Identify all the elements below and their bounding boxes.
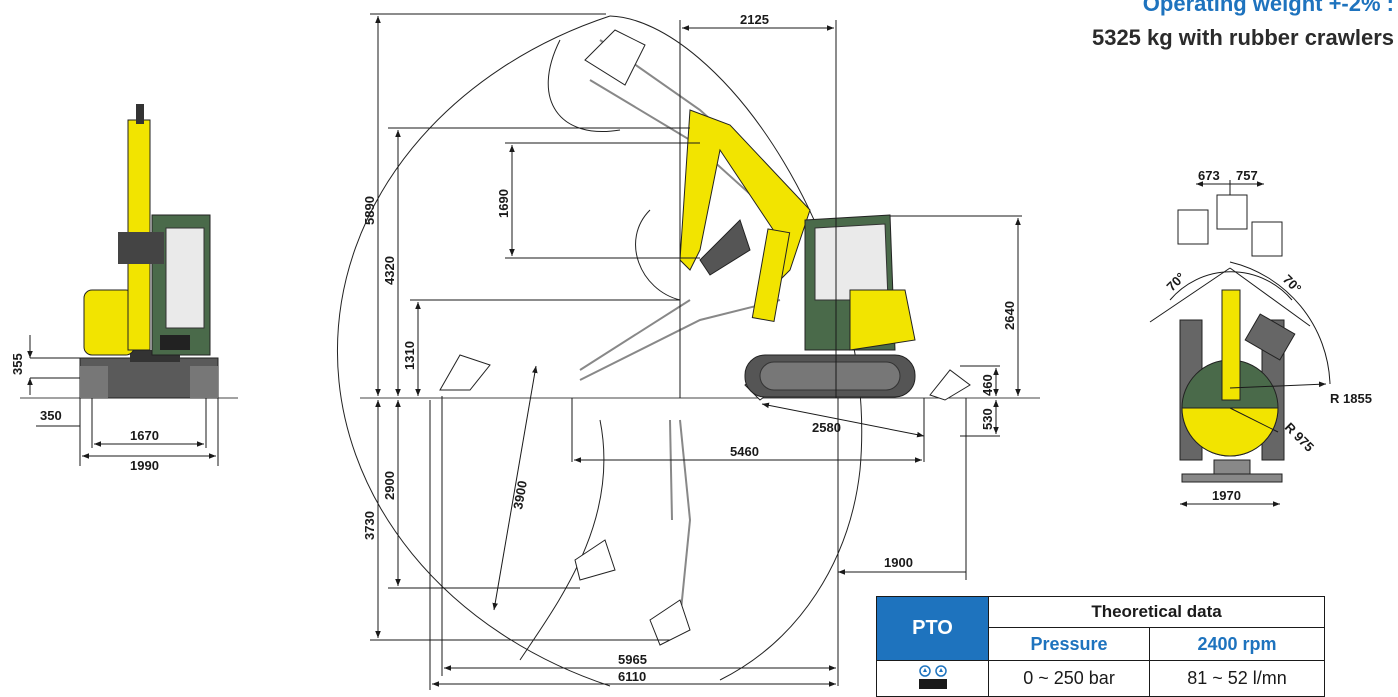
pto-pressure-value: 0 ~ 250 bar bbox=[987, 660, 1151, 697]
pto-pressure-header: Pressure bbox=[987, 627, 1151, 661]
pto-icon-cell bbox=[876, 660, 989, 697]
dim-350: 350 bbox=[40, 408, 62, 423]
dim-3900: 3900 bbox=[510, 479, 530, 510]
dim-r1855: R 1855 bbox=[1330, 391, 1372, 406]
dim-757: 757 bbox=[1236, 168, 1258, 183]
dim-1990: 1990 bbox=[130, 458, 159, 473]
dim-460: 460 bbox=[980, 374, 995, 396]
pto-label: PTO bbox=[876, 596, 989, 661]
dim-1900: 1900 bbox=[884, 555, 913, 570]
dim-1310: 1310 bbox=[402, 341, 417, 370]
dim-3730: 3730 bbox=[362, 511, 377, 540]
angle-left: 70° bbox=[1164, 270, 1189, 295]
operating-weight-label: Operating weight +-2% : bbox=[1142, 0, 1394, 16]
dim-4320: 4320 bbox=[382, 256, 397, 285]
dim-5890: 5890 bbox=[362, 196, 377, 225]
front-view bbox=[20, 104, 238, 466]
dim-673: 673 bbox=[1198, 168, 1220, 183]
pto-table: PTO Theoretical data Pressure 2400 rpm 0… bbox=[876, 596, 1325, 697]
side-view bbox=[336, 15, 1040, 687]
dim-6110: 6110 bbox=[618, 669, 646, 684]
dim-2900: 2900 bbox=[382, 471, 397, 500]
dim-2125: 2125 bbox=[740, 12, 769, 27]
pto-title: Theoretical data bbox=[988, 596, 1325, 628]
dim-2580: 2580 bbox=[812, 420, 841, 435]
pto-flow-value: 81 ~ 52 l/mn bbox=[1149, 660, 1325, 697]
top-view bbox=[1149, 180, 1331, 507]
side-dimension-lines bbox=[370, 13, 1022, 690]
dim-530: 530 bbox=[980, 408, 995, 430]
header: Operating weight +-2% : 5325 kg with rub… bbox=[1092, 0, 1398, 52]
operating-weight-value: 5325 kg with rubber crawlers bbox=[1091, 25, 1394, 50]
dim-5460: 5460 bbox=[730, 444, 759, 459]
dim-1690: 1690 bbox=[496, 189, 511, 218]
hydraulic-connector-icon bbox=[918, 665, 947, 689]
dim-r975: R 975 bbox=[1282, 420, 1317, 455]
dim-1970: 1970 bbox=[1212, 488, 1241, 503]
dim-1670: 1670 bbox=[130, 428, 159, 443]
angle-right: 70° bbox=[1280, 272, 1305, 297]
pto-rpm-header: 2400 rpm bbox=[1149, 627, 1325, 661]
dim-2640: 2640 bbox=[1002, 301, 1017, 330]
dim-355: 355 bbox=[10, 353, 25, 375]
dim-5965: 5965 bbox=[618, 652, 647, 667]
